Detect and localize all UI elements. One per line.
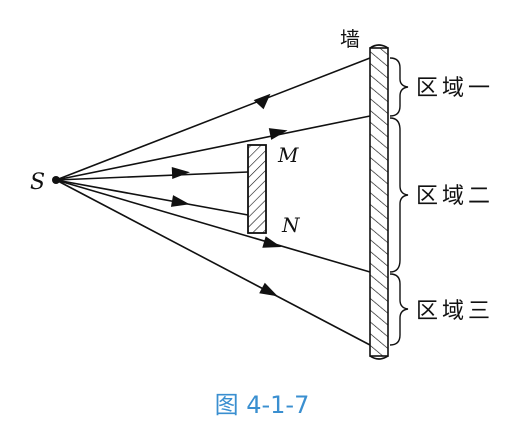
obstacle (247, 144, 267, 234)
label-wall: 墙 (340, 27, 360, 51)
arrow-6 (259, 282, 278, 297)
ray-to-obstacle-lower (55, 179, 249, 216)
ray-bottom-edge (55, 179, 371, 273)
point-source (52, 176, 60, 184)
light-rays (55, 57, 371, 346)
label-region2: 区域二 (416, 184, 494, 209)
label-bottom-edge: N (281, 213, 301, 237)
ray-to-obstacle-upper (55, 171, 249, 181)
wall-bottom-cap (369, 355, 389, 360)
label-region1: 区域一 (416, 76, 494, 101)
arrow-4 (170, 195, 190, 207)
brace-region1 (389, 57, 409, 117)
brace-region2 (389, 117, 409, 273)
arrow-5 (262, 236, 282, 248)
ray-arrows (170, 93, 288, 297)
ray-top-edge (55, 115, 371, 181)
arrow-1 (253, 93, 271, 110)
label-top-edge: M (277, 143, 299, 167)
brace-region3 (389, 273, 409, 346)
label-region3: 区域三 (416, 299, 494, 324)
wall-top-cap (369, 44, 389, 49)
region-braces (389, 57, 409, 346)
wall (369, 44, 389, 360)
ray-top-outer (55, 57, 371, 181)
figure-caption: 图 4-1-7 (215, 391, 310, 419)
arrow-2 (268, 128, 288, 140)
ray-bottom-outer (55, 179, 371, 346)
arrow-3 (171, 167, 190, 179)
wall-body (369, 47, 389, 357)
label-source: S (30, 170, 45, 195)
